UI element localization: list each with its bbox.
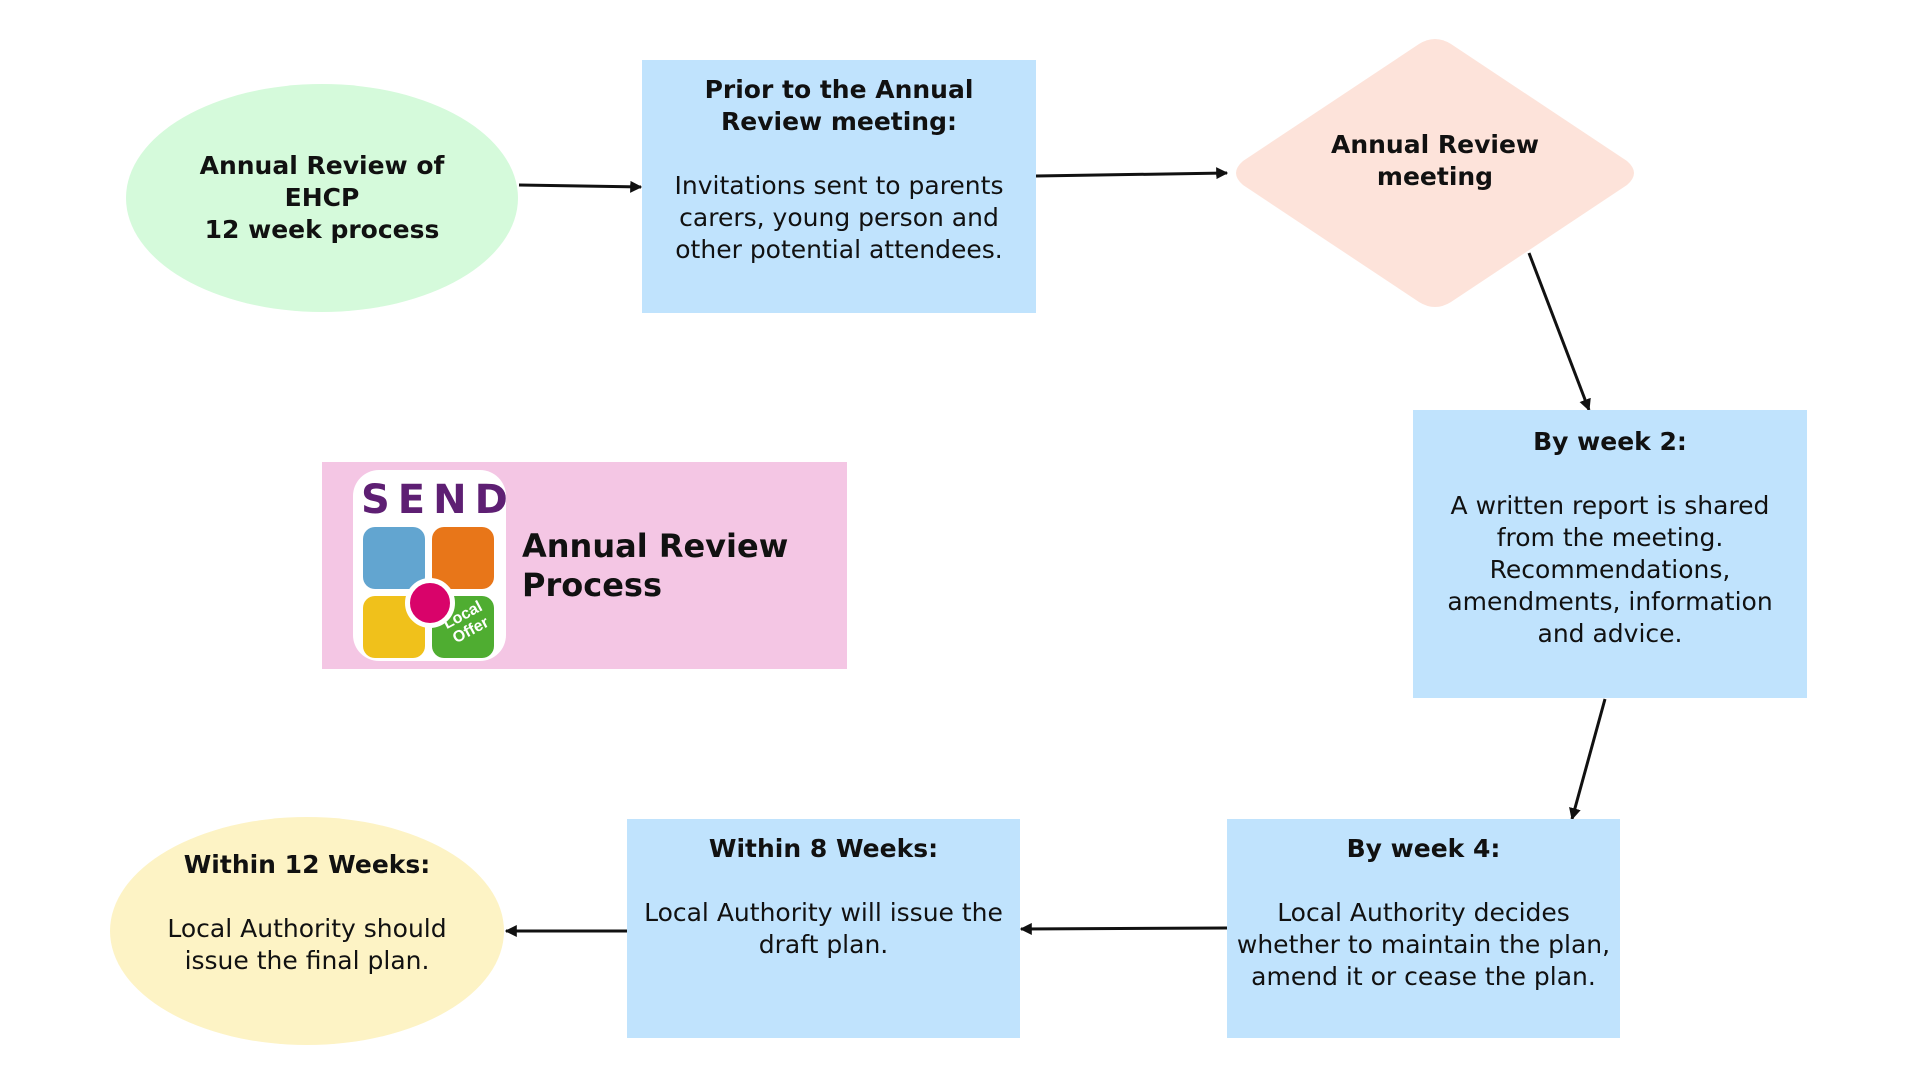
week4-box-title: By week 4: <box>1346 834 1501 863</box>
week12-oval-body: Local Authority should issue the final p… <box>167 914 447 975</box>
banner-title-line-2: Process <box>522 565 662 604</box>
logo-orange-petal <box>432 527 494 589</box>
start-node-annual-review-of-ehcp: Annual Review of EHCP 12 week process <box>126 84 518 312</box>
week2-box-body: A written report is shared from the meet… <box>1447 491 1773 648</box>
diamond-shape <box>1236 39 1634 307</box>
send-wordmark: SEND <box>361 477 516 523</box>
by-week-4-box: By week 4: Local Authority decides wheth… <box>1227 819 1620 1038</box>
prior-to-meeting-box: Prior to the Annual Review meeting: Invi… <box>642 60 1036 313</box>
week2-box-title: By week 2: <box>1533 427 1687 456</box>
logo-blue-petal <box>363 527 425 589</box>
banner-title: Annual Review Process <box>522 527 788 605</box>
meeting-diamond-title: Annual Review meeting <box>1330 130 1539 191</box>
process-title-banner: SEND Local Offer Annual Review Process <box>322 462 847 669</box>
within-8-weeks-box: Within 8 Weeks: Local Authority will iss… <box>627 819 1020 1038</box>
send-local-offer-logo: SEND Local Offer <box>353 470 516 661</box>
prior-box-title: Prior to the Annual Review meeting: <box>704 75 974 136</box>
week12-oval-title: Within 12 Weeks: <box>183 850 431 879</box>
logo-center-dot <box>405 578 455 628</box>
banner-title-line-1: Annual Review <box>522 526 789 565</box>
start-node-title-line-2: EHCP <box>284 183 360 212</box>
week8-box-body: Local Authority will issue the draft pla… <box>644 898 1003 959</box>
annual-review-meeting-diamond: Annual Review meeting <box>1229 36 1641 310</box>
start-node-title-line-3: 12 week process <box>204 215 440 244</box>
arrow-meeting-to-week2 <box>1527 252 1591 412</box>
arrow-week2-to-week4 <box>1569 698 1607 821</box>
week8-box-title: Within 8 Weeks: <box>708 834 939 863</box>
within-12-weeks-oval: Within 12 Weeks: Local Authority should … <box>110 817 504 1045</box>
by-week-2-box: By week 2: A written report is shared fr… <box>1413 410 1807 698</box>
week4-box-body: Local Authority decides whether to maint… <box>1236 898 1611 991</box>
prior-box-body: Invitations sent to parents carers, youn… <box>674 171 1004 264</box>
arrow-week4-to-week8 <box>1019 922 1228 935</box>
arrow-start-to-prior <box>518 180 643 193</box>
arrow-prior-to-meeting <box>1035 167 1229 180</box>
start-node-title-line-1: Annual Review of <box>199 151 445 180</box>
